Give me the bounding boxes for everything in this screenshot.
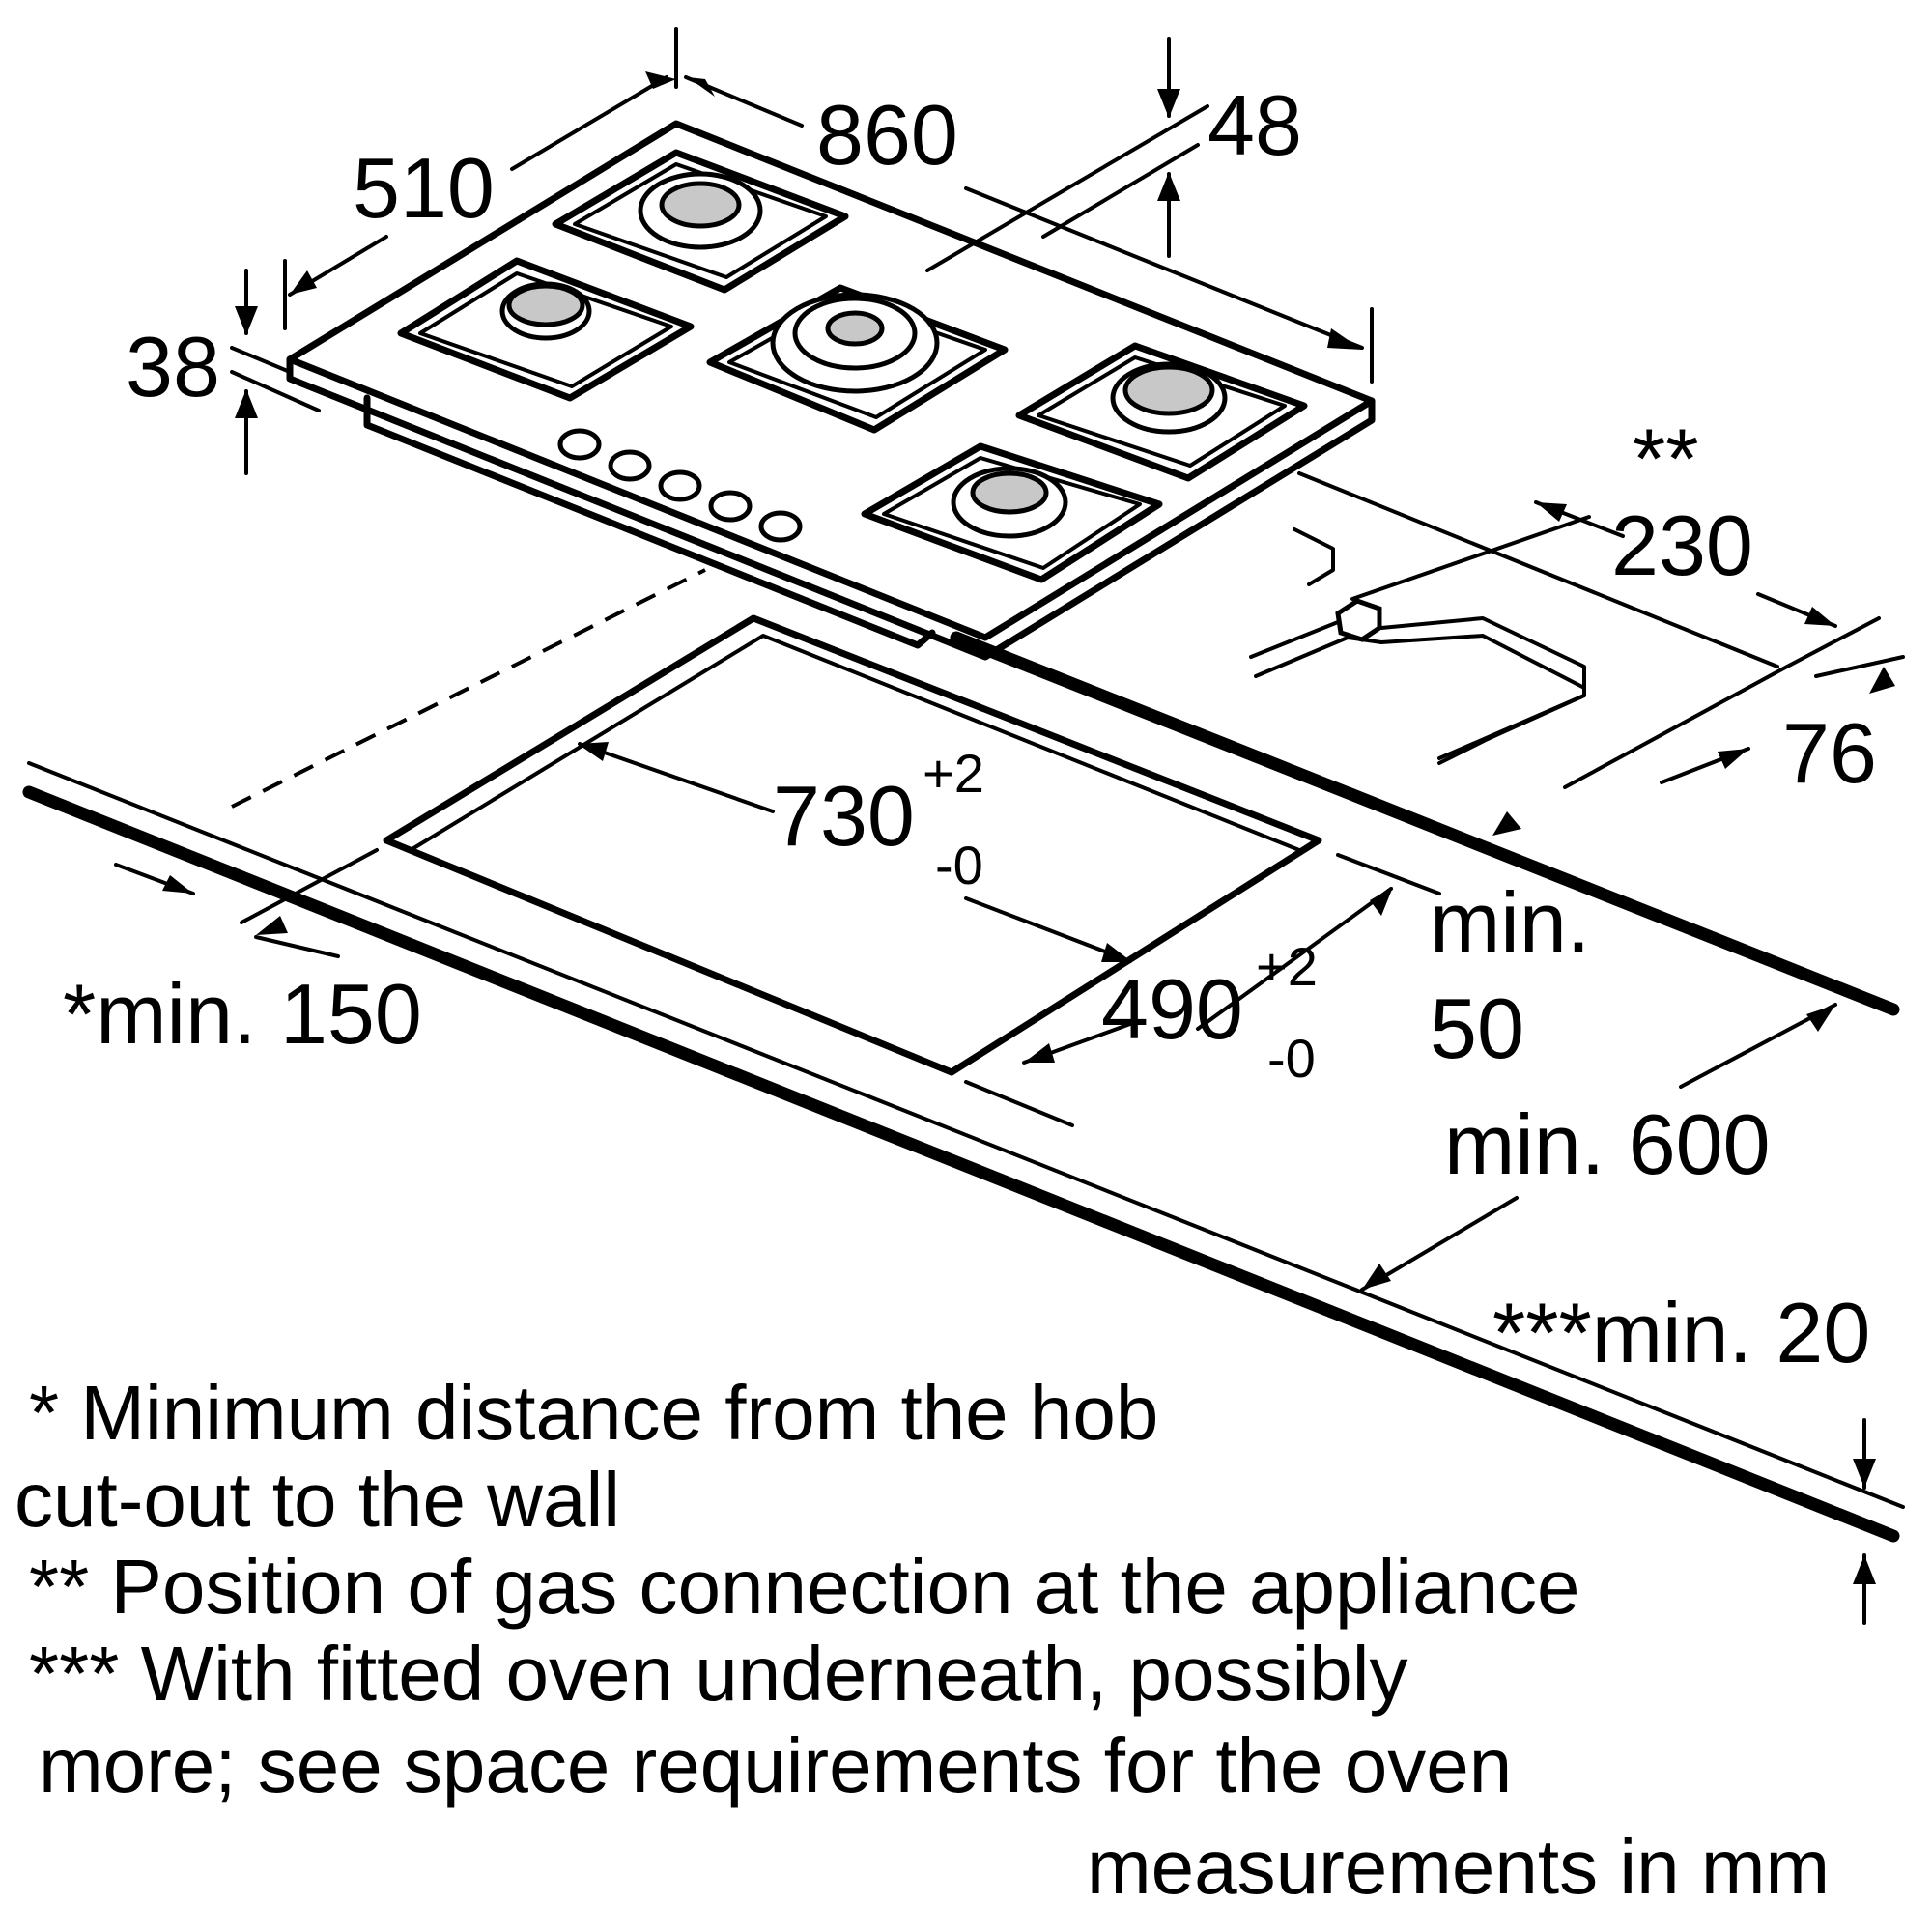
dim-cutout-width: 730: [773, 768, 915, 864]
dim-min-thickness: ***min. 20: [1492, 1285, 1870, 1380]
dim-cutout-width-tol-plus: +2: [923, 743, 984, 804]
dim-gas-offset: 76: [1782, 705, 1877, 801]
arrow-icon: [688, 77, 715, 97]
arrow-icon: [1806, 1005, 1835, 1032]
control-knob-4: [708, 490, 753, 523]
pan-support-back-right: [1015, 342, 1308, 482]
pan-support-back-left: [552, 149, 849, 294]
cutout-inner-edge: [409, 634, 1301, 852]
control-knob-3: [658, 469, 702, 502]
countertop-back-edge: [950, 631, 1900, 1016]
arrow-icon: [578, 742, 609, 761]
dim-gas-marker: **: [1633, 411, 1699, 506]
dim-cutout-depth: 490: [1101, 961, 1243, 1057]
control-knob-1: [557, 428, 602, 461]
arrow-icon: [1853, 1555, 1876, 1584]
gas-pipe-lower: [1254, 634, 1586, 690]
arrow-icon: [1024, 1043, 1055, 1063]
note-2: ** Position of gas connection at the app…: [29, 1544, 1580, 1630]
arrow-icon: [1362, 1264, 1391, 1290]
dim-cutout-depth-tol-minus: -0: [1267, 1028, 1316, 1089]
arrow-icon: [1804, 607, 1835, 626]
wall-reference-dashed-line: [231, 568, 706, 809]
note-1-line-2: cut-out to the wall: [14, 1457, 620, 1543]
cutout: [383, 614, 1322, 1076]
dim-cutout-width-tol-minus: -0: [935, 835, 983, 895]
control-knob-5: [758, 510, 803, 543]
dim-top-height: 48: [1208, 77, 1302, 173]
gas-ref-line-2: [1437, 694, 1586, 760]
hob-body: [363, 394, 936, 649]
countertop-top-edge: [27, 761, 1905, 1509]
arrow-icon: [162, 875, 193, 894]
arrow-icon: [1370, 887, 1393, 916]
hob: [286, 120, 1376, 661]
note-3-line-2: more; see space requirements for the ove…: [39, 1722, 1512, 1808]
dim-hob-width: 860: [816, 87, 958, 183]
gas-connection: [1249, 515, 1789, 789]
dim-min-cabinet: min. 600: [1444, 1096, 1771, 1192]
dim-hob-depth: 510: [353, 140, 495, 236]
gas-pipe-upper: [1293, 527, 1335, 586]
arrow-icon: [1101, 943, 1132, 962]
arrow-icon: [290, 270, 317, 295]
gas-ref-line-3: [1563, 665, 1789, 789]
arrow-icon: [256, 916, 288, 935]
note-1-line-1: * Minimum distance from the hob: [29, 1370, 1158, 1456]
arrow-icon: [1536, 502, 1567, 522]
control-knobs: [557, 428, 803, 543]
arrow-icon: [1157, 89, 1180, 118]
arrow-icon: [1869, 667, 1895, 694]
arrow-icon: [1157, 172, 1180, 201]
countertop-front-edge: [22, 785, 1900, 1543]
arrow-icon: [645, 71, 676, 89]
burner-centre: [770, 292, 940, 394]
dim-gas-position: 230: [1611, 497, 1753, 593]
arrow-icon: [235, 306, 258, 335]
dim-hob-height: 38: [126, 319, 220, 414]
pan-support-front-left: [397, 257, 695, 402]
arrow-icon: [235, 389, 258, 418]
arrow-icon: [1853, 1459, 1876, 1488]
units-note: measurements in mm: [1087, 1824, 1830, 1910]
dim-min-front-line1: min.: [1430, 874, 1590, 970]
burner-back-left: [638, 171, 763, 250]
dim-cutout-depth-tol-plus: +2: [1256, 936, 1318, 997]
arrow-icon: [1718, 749, 1748, 769]
gas-nut-icon: [1335, 598, 1382, 642]
arrowheads: [162, 71, 1895, 1584]
countertop: [22, 568, 1905, 1543]
pan-support-front-right: [861, 442, 1163, 583]
dim-min-front-line2: 50: [1430, 980, 1524, 1076]
burner-front-right: [951, 466, 1068, 539]
cutout-outline: [383, 614, 1322, 1076]
dim-min-wall: *min. 150: [63, 966, 422, 1062]
arrow-icon: [1492, 811, 1521, 836]
burner-front-left: [499, 281, 592, 341]
burner-back-right: [1110, 361, 1228, 435]
arrow-icon: [1327, 328, 1362, 350]
control-knob-2: [608, 449, 652, 482]
note-3-line-1: *** With fitted oven underneath, possibl…: [29, 1631, 1408, 1717]
gas-connection-ref-line: [1350, 515, 1591, 601]
